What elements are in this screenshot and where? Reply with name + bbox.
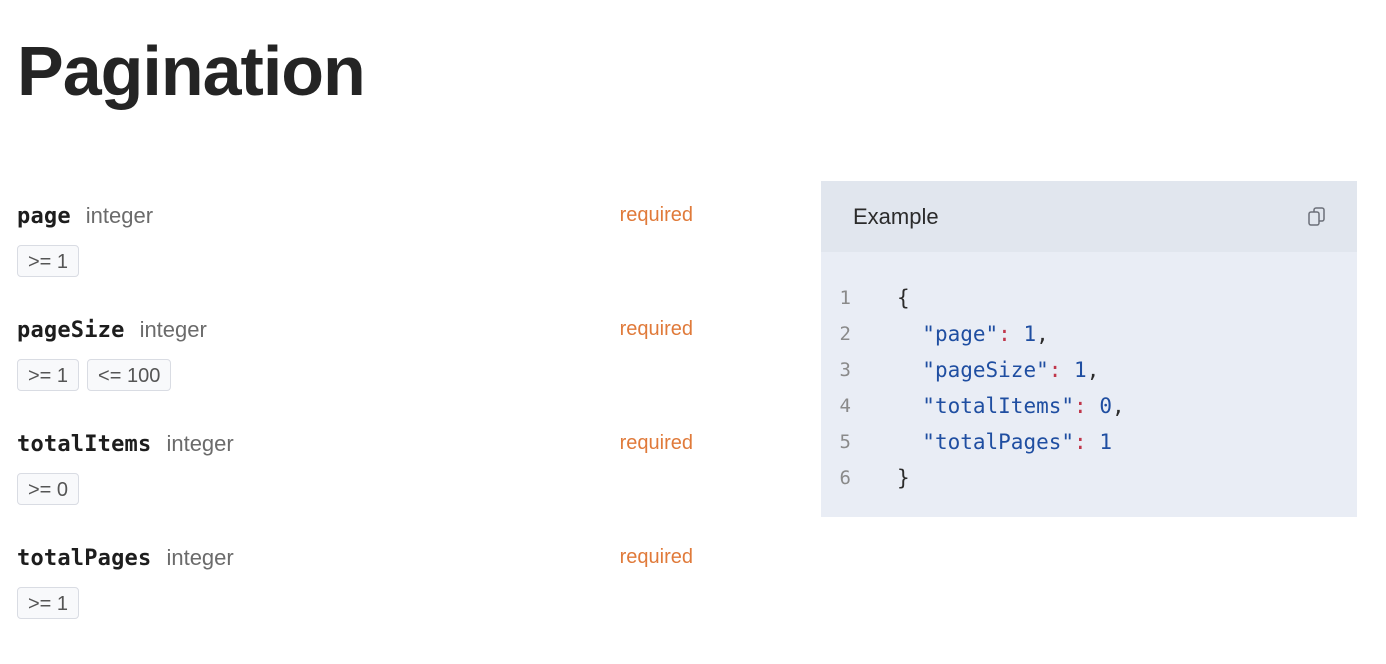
example-header: Example xyxy=(821,181,1357,252)
constraint-badge: <= 100 xyxy=(87,359,172,391)
field-type: integer xyxy=(139,317,207,342)
field-totalpages: totalPages integer required >= 1 xyxy=(17,542,697,656)
json-key: "page" xyxy=(922,322,999,346)
line-number: 3 xyxy=(839,359,851,381)
code-block[interactable]: 1 { 2 "page": 1, 3 "pageSize": 1, 4 "tot… xyxy=(821,252,1357,496)
line-number: 4 xyxy=(839,395,851,417)
constraint-badge: >= 0 xyxy=(17,473,80,505)
json-key: "pageSize" xyxy=(922,358,1049,382)
code-line: 4 "totalItems": 0, xyxy=(821,388,1357,424)
page-title: Pagination xyxy=(17,32,366,110)
constraint-list: >= 1 <= 100 xyxy=(17,359,697,391)
brace-open: { xyxy=(897,286,910,310)
required-label: required xyxy=(619,204,693,226)
constraint-badge: >= 1 xyxy=(17,359,80,391)
constraint-list: >= 1 xyxy=(17,587,697,619)
json-key: "totalItems" xyxy=(922,394,1075,418)
field-type: integer xyxy=(166,431,234,456)
brace-close: } xyxy=(897,466,910,490)
constraint-badge: >= 1 xyxy=(17,245,80,277)
code-line: 3 "pageSize": 1, xyxy=(821,352,1357,388)
field-list: page integer required >= 1 pageSize inte… xyxy=(17,200,697,656)
code-line: 1 { xyxy=(821,280,1357,316)
field-pagesize: pageSize integer required >= 1 <= 100 xyxy=(17,314,697,428)
copy-icon[interactable] xyxy=(1305,205,1329,229)
json-value: 0 xyxy=(1086,394,1112,418)
json-value: 1 xyxy=(1010,322,1037,346)
field-name: totalPages xyxy=(17,545,152,571)
field-type: integer xyxy=(85,203,154,228)
json-key: "totalPages" xyxy=(922,430,1075,454)
code-line: 6 } xyxy=(821,460,1357,496)
required-label: required xyxy=(619,318,693,340)
constraint-badge: >= 1 xyxy=(17,587,80,619)
line-number: 6 xyxy=(839,467,851,489)
field-type: integer xyxy=(166,545,234,570)
field-totalitems: totalItems integer required >= 0 xyxy=(17,428,697,542)
required-label: required xyxy=(619,546,693,568)
field-page: page integer required >= 1 xyxy=(17,200,697,314)
code-line: 5 "totalPages": 1 xyxy=(821,424,1357,460)
line-number: 5 xyxy=(839,431,851,453)
field-name: page xyxy=(17,203,71,229)
field-name: pageSize xyxy=(17,317,125,343)
required-label: required xyxy=(619,432,693,454)
code-line: 2 "page": 1, xyxy=(821,316,1357,352)
line-number: 2 xyxy=(839,323,851,345)
example-panel: Example 1 { 2 "page": 1, 3 "pageSize": 1… xyxy=(821,181,1357,517)
line-number: 1 xyxy=(839,287,851,309)
example-title: Example xyxy=(853,203,939,229)
constraint-list: >= 1 xyxy=(17,245,697,277)
json-value: 1 xyxy=(1086,430,1112,454)
json-value: 1 xyxy=(1061,358,1087,382)
field-name: totalItems xyxy=(17,431,152,457)
constraint-list: >= 0 xyxy=(17,473,697,505)
